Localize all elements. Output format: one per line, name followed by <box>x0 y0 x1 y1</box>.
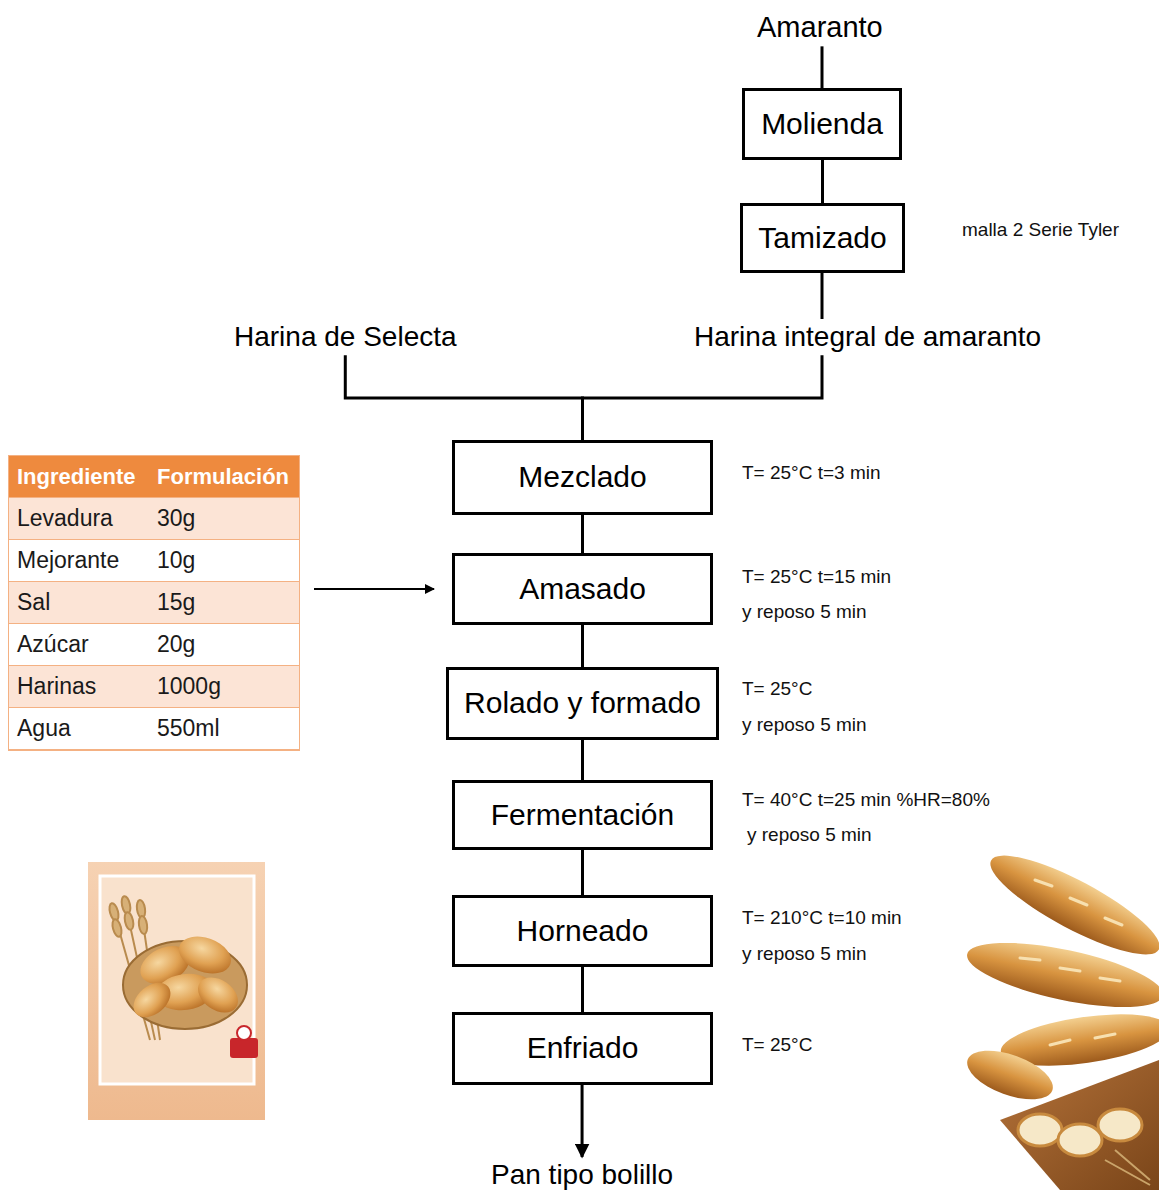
table-cell: Ingrediente <box>9 456 149 498</box>
table-cell: Harinas <box>9 666 149 708</box>
process-box: Rolado y formado <box>446 667 719 740</box>
process-box: Amasado <box>452 553 713 625</box>
table-cell: Sal <box>9 582 149 624</box>
node-text: Harina de Selecta <box>234 321 457 353</box>
process-condition: y reposo 5 min <box>742 943 867 965</box>
node-text: Enfriado <box>527 1031 639 1066</box>
terminal-text: Harina integral de amaranto <box>688 319 1047 355</box>
flow-arrow <box>581 1085 584 1157</box>
table-cell: Levadura <box>9 498 149 540</box>
process-box: Mezclado <box>452 440 713 515</box>
flow-arrow <box>314 588 434 590</box>
bread-rolls <box>174 930 236 980</box>
process-condition: T= 210°C t=10 min <box>742 907 902 929</box>
logo-mark <box>237 1026 251 1040</box>
crust-scores <box>1105 918 1122 925</box>
node-text: Tamizado <box>758 221 886 256</box>
table-cell: Mejorante <box>9 540 149 582</box>
bread-rolls <box>191 970 244 1020</box>
table-cell: 15g <box>149 582 299 624</box>
crust-scores <box>1035 880 1052 886</box>
baguettes <box>961 1041 1059 1109</box>
terminal-text: Harina de Selecta <box>228 319 463 355</box>
process-condition: T= 25°C t=15 min <box>742 566 891 588</box>
crust-scores <box>1100 978 1120 981</box>
bread-slices <box>1058 1124 1102 1156</box>
table-cell: 550ml <box>149 708 299 750</box>
node-text: Amaranto <box>757 11 883 44</box>
node-text: Rolado y formado <box>464 686 701 721</box>
flow-line <box>345 355 582 440</box>
wheat-stalks <box>138 916 148 935</box>
table-cell: Agua <box>9 708 149 750</box>
table-cell: Formulación <box>149 456 299 498</box>
wheat-stalks <box>1115 1150 1150 1180</box>
flow-line <box>583 355 823 440</box>
flow-line <box>581 850 584 895</box>
process-condition: y reposo 5 min <box>742 714 867 736</box>
bread-basket-picture <box>88 862 265 1120</box>
wheat-stalks <box>123 911 135 930</box>
process-condition: y reposo 5 min <box>747 824 872 846</box>
node-text: Harina integral de amaranto <box>694 321 1041 353</box>
wheat-stalks <box>1105 1150 1150 1185</box>
table-cell: 30g <box>149 498 299 540</box>
flow-line <box>581 967 584 1012</box>
crust-scores <box>1070 898 1087 905</box>
flow-line <box>581 625 584 667</box>
picture-ground <box>88 862 265 1120</box>
sieve-note: malla 2 Serie Tyler <box>962 219 1119 241</box>
node-text: Molienda <box>761 107 883 142</box>
node-text: Fermentación <box>491 798 674 833</box>
node-text: Horneado <box>517 914 649 949</box>
table-cell: 10g <box>149 540 299 582</box>
process-condition: y reposo 5 min <box>742 601 867 623</box>
bread-slices <box>1018 1114 1062 1146</box>
bread-rolls <box>127 930 245 1024</box>
crust-scores <box>1050 1040 1070 1045</box>
flow-line <box>581 515 584 553</box>
table-cell: 1000g <box>149 666 299 708</box>
bread-slices <box>1098 1109 1142 1141</box>
logo-mark <box>230 1026 258 1058</box>
crust-scores <box>1020 880 1122 1045</box>
bread-slices <box>1018 1109 1142 1156</box>
process-condition: T= 25°C t=3 min <box>742 462 881 484</box>
process-box: Molienda <box>742 88 902 160</box>
crust-scores <box>1095 1034 1115 1038</box>
process-condition: T= 40°C t=25 min %HR=80% <box>742 789 990 811</box>
process-condition: T= 25°C <box>742 678 812 700</box>
node-text: Mezclado <box>518 460 646 495</box>
bread-rolls <box>127 976 177 1024</box>
terminal-text: Pan tipo bolillo <box>485 1157 679 1193</box>
wheat-stalks <box>1105 1160 1150 1185</box>
baguettes-picture <box>961 839 1159 1190</box>
terminal-text: Amaranto <box>751 9 889 46</box>
table-cell: 20g <box>149 624 299 666</box>
flow-line <box>581 740 584 780</box>
process-box: Enfriado <box>452 1012 713 1085</box>
process-box: Fermentación <box>452 780 713 850</box>
flow-line <box>821 273 824 319</box>
process-box: Horneado <box>452 895 713 967</box>
table-cell: Azúcar <box>9 624 149 666</box>
process-condition: T= 25°C <box>742 1034 812 1056</box>
node-text: Pan tipo bolillo <box>491 1159 673 1191</box>
crust-scores <box>1060 968 1080 971</box>
baguettes <box>962 930 1159 1020</box>
baguettes <box>961 839 1159 1109</box>
process-box: Tamizado <box>740 203 905 273</box>
crust-scores <box>1020 958 1040 960</box>
node-text: Amasado <box>519 572 646 607</box>
ingredient-table: IngredienteFormulaciónLevadura30gMejoran… <box>8 455 300 751</box>
flow-line <box>821 46 824 88</box>
flow-line <box>821 160 824 203</box>
wheat-stalks <box>111 918 123 937</box>
